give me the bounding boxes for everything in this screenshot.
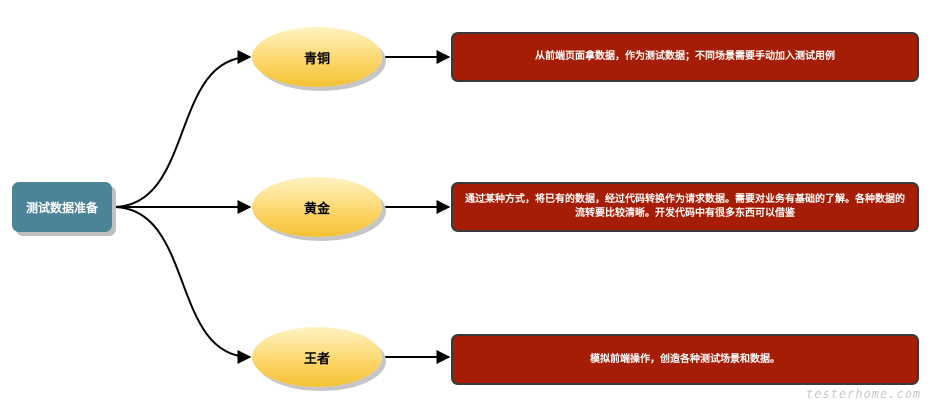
level-node-gold: 黄金	[252, 177, 382, 237]
description-box-gold: 通过某种方式，将已有的数据，经过代码转换作为请求数据。需要对业务有基础的了解。各…	[451, 182, 919, 232]
watermark: testerhome.com	[806, 387, 922, 401]
root-node: 测试数据准备	[12, 182, 112, 232]
level-node-bronze: 青铜	[252, 27, 382, 87]
connector-root-to-king	[112, 206, 252, 364]
description-box-king: 模拟前端操作，创造各种测试场景和数据。	[451, 334, 919, 385]
description-box-bronze: 从前端页面拿数据，作为测试数据；不同场景需要手动加入测试用例	[451, 32, 919, 82]
connector-root-to-bronze	[112, 50, 252, 208]
level-node-king: 王者	[252, 327, 382, 387]
